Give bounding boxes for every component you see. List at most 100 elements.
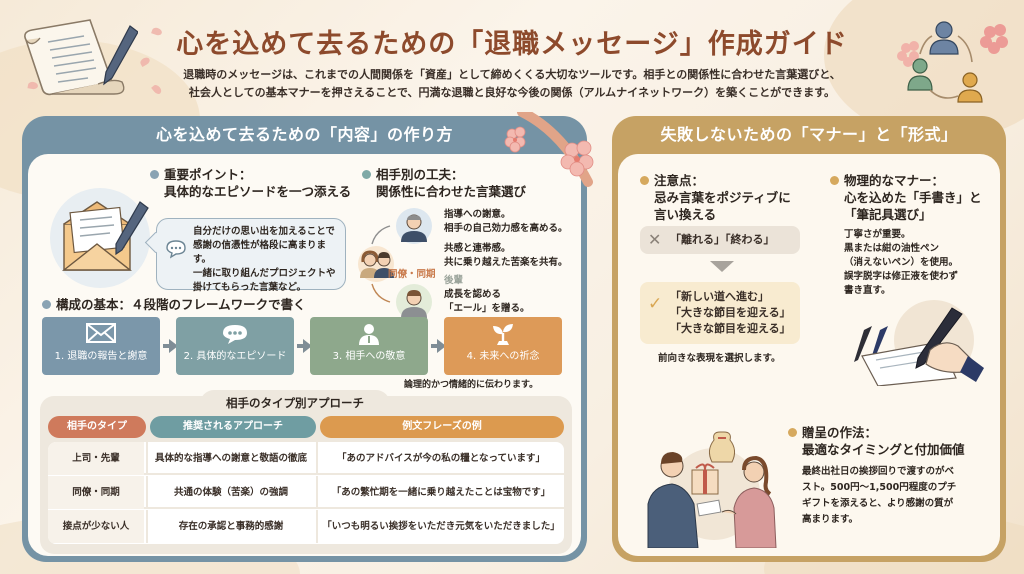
caution-note: 前向きな表現を選択します。: [658, 353, 781, 364]
bowing-person-icon: [310, 317, 428, 347]
subtitle-line: 退職時のメッセージは、これまでの人間関係を「資産」として締めくくる大切なツールで…: [183, 68, 841, 81]
description-line: 成長を認める: [444, 289, 502, 300]
description-line: スト。500円〜1,500円程度のプチ: [802, 482, 957, 493]
table-cell: 「あの繁忙期を一緒に乗り越えたことは宝物です」: [316, 476, 564, 509]
heading-line: 相手別の工夫：: [376, 167, 464, 182]
physical-description: 丁寧さが重要。 黒または紺の油性ペン （消えないペン）を使用。 誤字脱字は修正液…: [844, 228, 958, 298]
bubble-line: 掛けてもらった言葉など。: [193, 282, 307, 293]
table-header-approach: 推奨されるアプローチ: [150, 416, 316, 438]
description-line: 丁寧さが重要。: [844, 229, 911, 240]
check-icon: ✓: [648, 294, 663, 314]
peer-description: 共感と連帯感。 共に乗り越えた苦楽を共有。: [444, 242, 568, 270]
manners-panel-body: 注意点： 忌み言葉をポジティブに 言い換える ✕ 「離れる」「終わる」 ✓ 「新…: [618, 154, 1000, 556]
envelope-pen-icon: [61, 201, 149, 271]
ng-words-text: 「離れる」「終わる」: [670, 233, 775, 246]
approach-table-title: 相手のタイプ別アプローチ: [200, 390, 390, 416]
gift-description: 最終出社日の挨拶回りで渡すのがベ スト。500円〜1,500円程度のプチ ギフト…: [802, 464, 956, 528]
description-line: 高まります。: [802, 514, 859, 525]
chat-bubble-icon: [166, 240, 186, 259]
content-panel: 心を込めて去るための「内容」の作り方 重要ポイント： 具体的なエピソードを一つ添…: [22, 112, 594, 562]
description-line: 誤字脱字は修正液を使わず: [844, 271, 959, 282]
heading-line: 言い換える: [654, 207, 717, 222]
step-3: 3. 相手への敬意: [310, 317, 428, 375]
approach-table-body: 上司・先輩 具体的な指導への謝意と敬語の徹底 「あのアドバイスが今の私の糧となっ…: [48, 442, 564, 544]
people-relationship-icon: [358, 208, 432, 320]
boss-description: 指導への謝意。 相手の自己効力感を高める。: [444, 208, 568, 236]
description-line: 黒または紺の油性ペン: [844, 243, 940, 254]
physical-heading: 物理的なマナー： 心を込めた「手書き」と 「筆記具選び」: [830, 172, 982, 223]
manners-panel-title: 失敗しないための「マナー」と「形式」: [660, 125, 958, 144]
page-title: 心を込めて去るための「退職メッセージ」作成ガイド: [176, 29, 848, 60]
step-label: 3. 相手への敬意: [332, 351, 406, 362]
description-line: 「エール」を贈る。: [444, 303, 530, 314]
arrow-right-icon: [297, 339, 312, 353]
step-label: 2. 具体的なエピソード: [183, 351, 287, 362]
table-cell: 具体的な指導への謝意と敬語の徹底: [146, 442, 314, 475]
content-panel-body: 重要ポイント： 具体的なエピソードを一つ添える 自分だけの思い出を加えることで …: [28, 154, 581, 556]
caution-heading: 注意点： 忌み言葉をポジティブに 言い換える: [640, 172, 791, 223]
table-cell: 「いつも明るい挨拶をいただき元気をいただきました」: [316, 510, 564, 543]
table-cell: 存在の承認と事務的感謝: [146, 510, 314, 543]
heading-line: 注意点：: [654, 173, 705, 188]
ok-words-line: 「大きな節目を迎える」: [670, 306, 791, 319]
sprout-icon: [444, 317, 562, 347]
table-cell: 「あのアドバイスが今の私の糧となっています」: [316, 442, 564, 475]
framework-steps: 1. 退職の報告と謝意 2. 具体的なエピソード 3. 相手への敬意: [42, 317, 562, 375]
bubble-line: 感謝の信憑性が格段に高まります。: [193, 240, 327, 265]
approach-table: 相手のタイプ別アプローチ 相手のタイプ 推奨されるアプローチ 例文フレーズの例 …: [40, 390, 572, 554]
key-point-heading: 重要ポイント： 具体的なエピソードを一つ添える: [150, 166, 351, 200]
description-line: ギフトを添えると、より感謝の質が: [802, 498, 954, 509]
table-header-phrase: 例文フレーズの例: [320, 416, 564, 438]
step-label: 1. 退職の報告と謝意: [54, 351, 148, 362]
cross-icon: ✕: [648, 230, 662, 249]
table-cell: 同僚・同期: [48, 476, 144, 509]
arrow-right-icon: [431, 339, 446, 353]
envelope-icon: [42, 317, 160, 347]
ribbon-sakura-decoration: [504, 112, 594, 187]
heading-line: 忌み言葉をポジティブに: [654, 190, 791, 205]
ok-words-line: 「新しい道へ進む」: [670, 290, 769, 303]
description-line: 共に乗り越えた苦楽を共有。: [444, 257, 568, 268]
subtitle-line: 社会人としての基本マナーを押さえることで、円満な退職と良好な今後の関係（アルムナ…: [188, 86, 836, 99]
peer-label: 同僚・同期: [388, 269, 436, 280]
junior-label: 後輩: [444, 275, 464, 286]
ok-words-box: ✓ 「新しい道へ進む」 「大きな節目を迎える」 「大きな節目を迎える」: [640, 282, 800, 344]
table-cell: 共通の体験（苦楽）の強調: [146, 476, 314, 509]
description-line: 書き直す。: [844, 285, 891, 296]
table-cell: 接点が少ない人: [48, 510, 144, 543]
description-line: 相手の自己効力感を高める。: [444, 223, 568, 234]
heading-line: 贈呈の作法：: [802, 425, 878, 440]
bubble-line: 一緒に取り組んだプロジェクトや: [193, 268, 336, 279]
description-line: 共感と連帯感。: [444, 243, 511, 254]
manners-panel: 失敗しないための「マナー」と「形式」 注意点： 忌み言葉をポジティブに 言い換え…: [612, 116, 1006, 562]
by-person-heading: 相手別の工夫： 関係性に合わせた言葉選び: [362, 166, 526, 200]
ng-words-box: ✕ 「離れる」「終わる」: [640, 226, 800, 254]
description-line: 最終出社日の挨拶回りで渡すのがベ: [802, 466, 955, 477]
scroll-pen-icon: [24, 19, 138, 96]
table-row: 同僚・同期 共通の体験（苦楽）の強調 「あの繁忙期を一緒に乗り越えたことは宝物で…: [48, 476, 564, 509]
description-line: 指導への謝意。: [444, 209, 511, 220]
description-line: （消えないペン）を使用。: [844, 257, 959, 268]
ok-words-line: 「大きな節目を迎える」: [670, 322, 791, 335]
page-subtitle: 退職時のメッセージは、これまでの人間関係を「資産」として締めくくる大切なツールで…: [150, 66, 874, 102]
heading-line: 具体的なエピソードを一つ添える: [164, 184, 352, 199]
content-panel-title: 心を込めて去るための「内容」の作り方: [155, 125, 453, 144]
step-1: 1. 退職の報告と謝意: [42, 317, 160, 375]
step-2: 2. 具体的なエピソード: [176, 317, 294, 375]
arrow-right-icon: [163, 339, 178, 353]
framework-note: 論理的かつ情緒的に伝わります。: [404, 380, 539, 390]
network-people-icon: [897, 21, 1008, 103]
junior-description: 後輩 成長を認める 「エール」を贈る。: [444, 274, 530, 316]
heading-line: 関係性に合わせた言葉選び: [376, 184, 527, 199]
gift-handover-icon: [647, 431, 777, 548]
table-row: 上司・先輩 具体的な指導への謝意と敬語の徹底 「あのアドバイスが今の私の糧となっ…: [48, 442, 564, 475]
key-point-speech-bubble: 自分だけの思い出を加えることで 感謝の信憑性が格段に高まります。 一緒に取り組ん…: [156, 218, 346, 293]
table-row: 接点が少ない人 存在の承認と事務的感謝 「いつも明るい挨拶をいただき元気をいただ…: [48, 510, 564, 543]
step-4: 4. 未来への祈念: [444, 317, 562, 375]
heading-line: 物理的なマナー：: [844, 173, 945, 188]
bubble-line: 自分だけの思い出を加えることで: [193, 226, 335, 237]
sakura-icon: [897, 41, 919, 67]
heading-line: 心を込めた「手書き」と: [844, 190, 982, 205]
speech-bubble-icon: [176, 317, 294, 347]
heading-line: 最適なタイミングと付加価値: [802, 442, 965, 457]
